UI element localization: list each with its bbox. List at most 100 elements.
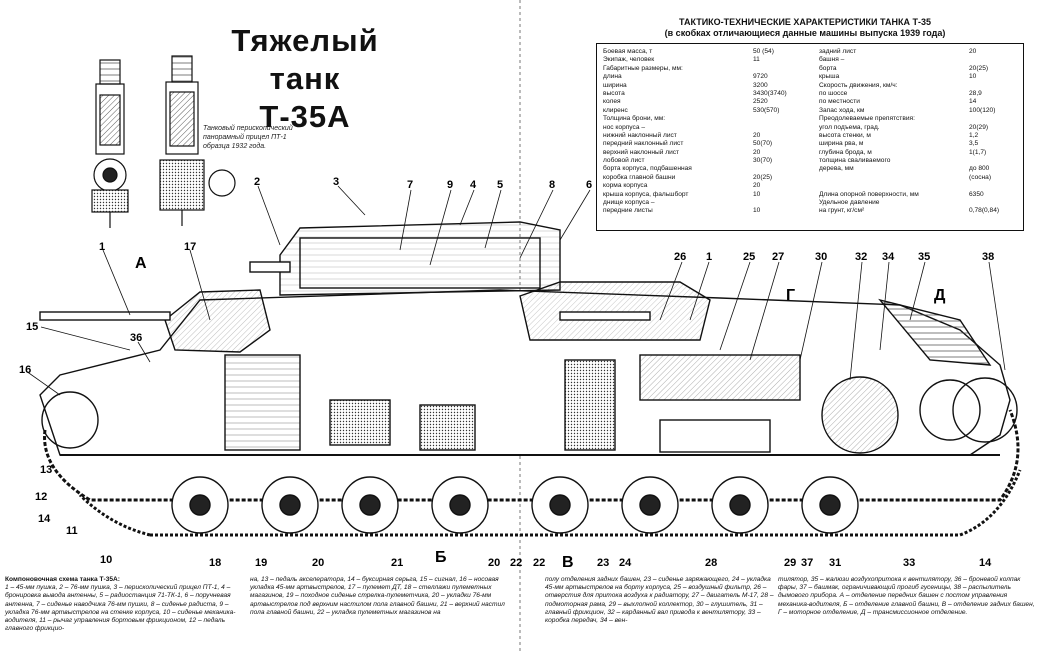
spec-label: на грунт, кг/см²: [819, 207, 865, 215]
callout: 11: [66, 525, 78, 537]
spec-row: Габаритные размеры, мм:: [603, 65, 808, 73]
spec-label: борта корпуса, подбашенная: [603, 165, 692, 173]
section-letter: В: [562, 554, 574, 571]
spec-row: толщина сваливаемого: [819, 157, 1019, 165]
spec-row: Скорость движения, км/ч:: [819, 82, 1019, 90]
callout: 32: [855, 251, 867, 263]
spec-label: передний наклонный лист: [603, 140, 684, 148]
spec-label: верхний наклонный лист: [603, 148, 680, 156]
spec-value: 20: [753, 148, 761, 156]
callout: 12: [35, 491, 47, 503]
section-letter: А: [135, 255, 147, 272]
callout: 3: [333, 176, 339, 188]
spec-label: высота стенки, м: [819, 131, 871, 139]
spec-label: Длина опорной поверхности, мм: [819, 190, 919, 198]
spec-row: высота 3430(3740): [603, 90, 808, 98]
spec-label: крыша: [819, 73, 840, 81]
spec-row: башня –: [819, 56, 1019, 64]
spec-value: 50 (54): [753, 48, 774, 55]
callout: 27: [772, 251, 784, 263]
callout: 35: [918, 251, 930, 263]
callout: 1: [99, 241, 105, 253]
spec-value: 0,78(0,84): [969, 207, 1000, 215]
spec-value: 20: [753, 182, 761, 190]
callout: 20: [312, 557, 324, 569]
callout: 15: [26, 321, 38, 333]
spec-label: передние листы: [603, 207, 653, 215]
spec-label: корма корпуса: [603, 182, 648, 190]
legend-column-4: тилятор, 35 – жалюзи воздухопритока к ве…: [778, 576, 1035, 616]
spec-label: клиренс: [603, 106, 628, 114]
spec-label: Экипаж, человек: [603, 56, 655, 64]
callout: 30: [815, 251, 827, 263]
callout: 14: [38, 513, 51, 525]
spec-row: корма корпуса 20: [603, 182, 808, 190]
callout: 26: [674, 251, 686, 263]
spec-row: (сосна): [819, 174, 1019, 182]
spec-value: 3430(3740): [753, 89, 787, 97]
spec-row: верхний наклонный лист 20: [603, 149, 808, 157]
callout: 37: [801, 557, 813, 569]
spec-label: Запас хода, км: [819, 106, 865, 114]
spec-label: Толщина брони, мм:: [603, 115, 666, 123]
spec-value: 2520: [753, 98, 768, 106]
spec-value: 14: [969, 98, 977, 106]
leader-lines: [25, 185, 1006, 396]
spec-value: 20(25): [753, 173, 773, 181]
specs-title-line1: ТАКТИКО-ТЕХНИЧЕСКИЕ ХАРАКТЕРИСТИКИ ТАНКА…: [679, 17, 931, 27]
spec-label: Скорость движения, км/ч:: [819, 81, 898, 89]
spec-row: днище корпуса –: [603, 199, 808, 207]
page-title: Тяжелый танк Т-35А: [200, 22, 410, 136]
spec-row: по шоссе 28,9: [819, 90, 1019, 98]
callout: 5: [497, 179, 503, 191]
spec-label: по шоссе: [819, 89, 848, 97]
callout: 4: [470, 179, 477, 191]
spec-row: высота стенки, м 1,2: [819, 132, 1019, 140]
spec-value: 1,2: [969, 131, 979, 139]
spec-value: (сосна): [969, 173, 992, 181]
spec-row: на грунт, кг/см² 0,78(0,84): [819, 207, 1019, 215]
spec-value: 10: [969, 73, 977, 81]
spec-label: борта: [819, 64, 837, 72]
callout: 36: [130, 332, 142, 344]
callout: 22: [510, 557, 522, 569]
callout: 19: [255, 557, 267, 569]
spec-label: ширина рва, м: [819, 140, 864, 148]
spec-label: задний лист: [819, 48, 857, 55]
spec-label: нижний наклонный лист: [603, 131, 677, 139]
spec-value: 9720: [753, 73, 768, 81]
legend-text: 1 – 45-мм пушка, 2 – 76-мм пушка, 3 – пе…: [5, 584, 236, 633]
page-title-line1: Тяжелый танк: [231, 23, 379, 96]
spec-label: толщина сваливаемого: [819, 157, 891, 165]
spec-value: 6350: [969, 190, 984, 198]
spec-value: 28,9: [969, 89, 982, 97]
callout: 17: [184, 241, 196, 253]
spec-value: 30(70): [753, 157, 773, 165]
callout: 25: [743, 251, 755, 263]
spec-label: высота: [603, 89, 625, 97]
callout-numbers: 2 3 7 9 4 5 8 6 26 1 25 27 30 32 34 35 3…: [19, 176, 994, 571]
spec-value: 530(570): [753, 106, 780, 114]
callout: 34: [882, 251, 895, 263]
spec-label: глубина брода, м: [819, 148, 872, 156]
spec-row: Преодолеваемые препятствия:: [819, 115, 1019, 123]
spec-label: ширина: [603, 81, 627, 89]
spec-row: Удельное давление: [819, 199, 1019, 207]
